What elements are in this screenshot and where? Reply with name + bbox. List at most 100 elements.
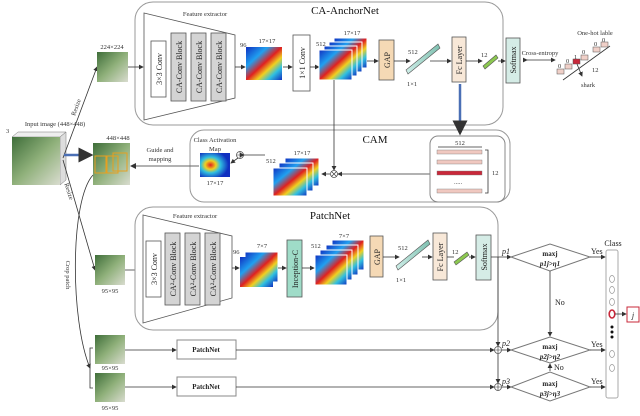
patch-feature-map bbox=[240, 257, 273, 287]
guide-label-1: Guide and bbox=[147, 147, 175, 154]
ca-conv-block bbox=[170, 32, 187, 102]
yes-label-2: Yes bbox=[591, 340, 603, 349]
patchnet-branch-label: PatchNet bbox=[192, 346, 220, 354]
feature-map-size: 17×17 bbox=[259, 38, 276, 45]
condition-3-top: maxj bbox=[542, 380, 557, 388]
patchnet-branch-2 bbox=[176, 376, 237, 397]
patch-feature-stack bbox=[314, 254, 348, 286]
cross-entropy-label: Cross-entropy bbox=[522, 50, 560, 57]
patchnet-branch-label: PatchNet bbox=[192, 383, 220, 391]
gap-label: GAP bbox=[383, 51, 392, 68]
gap-box bbox=[378, 39, 395, 81]
onehot-title: One-hot lable bbox=[577, 30, 613, 37]
inputs: Input image (448×448) 3 Resize 224×224 4… bbox=[6, 44, 174, 412]
condition-1-bottom: p1j>η1 bbox=[539, 260, 560, 268]
input-channels: 3 bbox=[6, 128, 9, 135]
output-dim: 12 bbox=[481, 52, 488, 59]
cam-stack-channels: 512 bbox=[266, 158, 276, 165]
feature-extractor-label: Feature extractor bbox=[183, 11, 228, 18]
inception-label: Inception-C bbox=[291, 250, 300, 288]
patchnet-title: PatchNet bbox=[310, 210, 350, 222]
stack-size: 17×17 bbox=[344, 30, 361, 37]
class-nodes bbox=[609, 275, 615, 372]
patch-stack-channels: 512 bbox=[311, 243, 321, 250]
cam-feature-stack bbox=[272, 157, 320, 197]
conv1-label: 1×1 Conv bbox=[298, 47, 307, 79]
patch-softmax-label: Softmax bbox=[480, 243, 489, 270]
weights-ellipsis: ..... bbox=[454, 179, 463, 186]
crop-patch-label: Crop patch bbox=[64, 261, 71, 290]
onehot-dim: 12 bbox=[592, 67, 599, 74]
ca2-conv-block-label: CA²-Conv Block bbox=[169, 242, 178, 297]
svg-text:0: 0 bbox=[594, 41, 597, 48]
condition-3-bottom: p3j>η3 bbox=[539, 390, 561, 398]
fc-layer-label: Fc Layer bbox=[455, 45, 464, 74]
ca-conv-block bbox=[190, 32, 207, 102]
patch-size-label: 95×95 bbox=[102, 288, 119, 295]
cam-label-1: Class Activation bbox=[194, 137, 238, 144]
fc-layer-box bbox=[451, 36, 467, 83]
ca-conv-block-label: CA-Conv Block bbox=[175, 41, 184, 93]
resize-label-bottom: Resize bbox=[62, 182, 74, 201]
class-output-box bbox=[626, 306, 640, 323]
weights-rows: 12 bbox=[492, 170, 499, 177]
conv3-label: 3×3 Conv bbox=[155, 53, 164, 85]
ca-conv-blocks: CA-Conv Block CA-Conv Block CA-Conv Bloc… bbox=[170, 32, 227, 102]
patch-fc-label: Fc Layer bbox=[436, 242, 445, 271]
patch-vector-size: 1×1 bbox=[396, 277, 406, 284]
guided-size-label: 448×448 bbox=[106, 135, 129, 142]
class-output: j bbox=[631, 311, 635, 320]
patch-stack-size: 7×7 bbox=[339, 233, 350, 240]
cam-title: CAM bbox=[362, 134, 387, 146]
class-title: Class bbox=[604, 239, 621, 248]
patch-output-dim: 12 bbox=[452, 249, 459, 256]
svg-text:0: 0 bbox=[602, 37, 605, 44]
selected-class-node bbox=[608, 309, 616, 319]
patch-image-main bbox=[95, 255, 125, 285]
cam-stack-size: 17×17 bbox=[294, 150, 311, 157]
svg-text:0: 0 bbox=[558, 63, 561, 70]
patchnet-branches: PatchNet PatchNet bbox=[125, 339, 495, 397]
vector-dim: 512 bbox=[408, 49, 418, 56]
guide-label-2: mapping bbox=[149, 156, 172, 163]
svg-text:0: 0 bbox=[582, 49, 585, 56]
feature-vector bbox=[405, 43, 441, 75]
patch-image-3 bbox=[95, 373, 125, 402]
patch-gap-label: GAP bbox=[373, 248, 382, 265]
ca2-conv-block-label: CA²-Conv Block bbox=[189, 242, 198, 297]
patch-feature-extractor-label: Feature extractor bbox=[173, 213, 218, 220]
ca-conv-block-label: CA-Conv Block bbox=[215, 41, 224, 93]
ca-conv-block-label: CA-Conv Block bbox=[195, 41, 204, 93]
onehot-class: shark bbox=[581, 82, 596, 89]
svg-text:1: 1 bbox=[574, 54, 577, 61]
no-label-2: No bbox=[554, 363, 564, 372]
output-vector bbox=[482, 54, 499, 70]
feature-map-channels: 96 bbox=[240, 42, 247, 49]
yes-label-1: Yes bbox=[591, 247, 603, 256]
patch-conv3-label: 3×3 Conv bbox=[150, 253, 159, 285]
patch-image-2 bbox=[95, 335, 125, 364]
patchnet-panel: PatchNet Feature extractor 3×3 Conv CA²-… bbox=[134, 206, 499, 331]
ca-conv-block bbox=[210, 32, 227, 102]
condition-2-top: maxj bbox=[542, 343, 557, 351]
conv1-box bbox=[292, 34, 311, 92]
patch-size-label-2: 95×95 bbox=[102, 365, 119, 372]
anchornet-title: CA-AnchorNet bbox=[311, 5, 379, 17]
condition-2-bottom: p2j>η2 bbox=[539, 353, 561, 361]
conv3-box bbox=[150, 40, 167, 98]
ca-anchornet-panel: CA-AnchorNet Feature extractor 3×3 Conv … bbox=[134, 1, 521, 126]
feature-map-heatmap bbox=[246, 47, 282, 80]
no-label-1: No bbox=[555, 298, 565, 307]
ca2-conv-block-label: CA²-Conv Block bbox=[209, 242, 218, 297]
guided-image-448 bbox=[93, 143, 130, 185]
patch-fmap-size: 7×7 bbox=[257, 243, 268, 250]
feature-stack bbox=[318, 37, 368, 81]
patch-fmap-channels: 96 bbox=[233, 249, 240, 256]
input-image bbox=[12, 137, 60, 185]
onehot-cells: 0 0 1 0 0 0 bbox=[556, 37, 609, 75]
class-activation-map bbox=[200, 153, 230, 177]
p3-label: p3 bbox=[501, 377, 510, 386]
stack-channels: 512 bbox=[316, 41, 326, 48]
class-column bbox=[605, 249, 619, 399]
